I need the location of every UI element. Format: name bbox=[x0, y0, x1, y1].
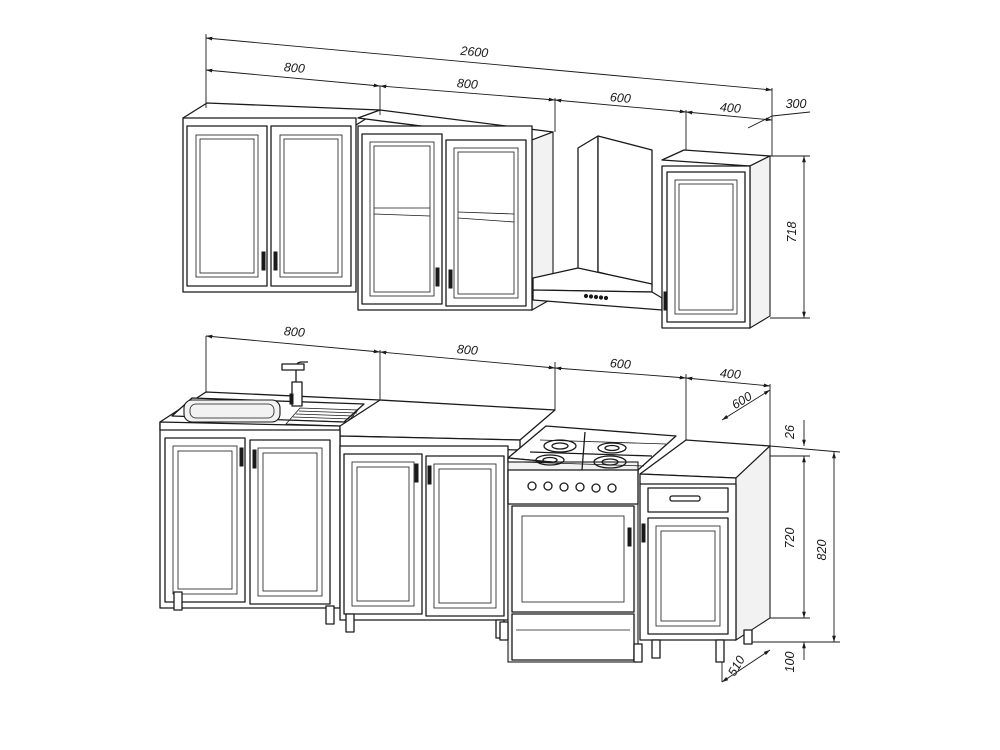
dim-total-height: 820 bbox=[815, 540, 829, 561]
worktop-middle bbox=[339, 399, 556, 451]
lower-dimensions: 800 800 600 400 600 26 720 820 100 510 bbox=[205, 324, 841, 683]
dim-lower-module-1: 800 bbox=[283, 324, 305, 340]
upper-cabinet-glass bbox=[357, 109, 554, 311]
gas-stove bbox=[499, 425, 677, 663]
dim-lower-module-3: 600 bbox=[609, 356, 631, 372]
base-cabinet-drawer bbox=[639, 444, 771, 663]
dim-upper-module-1: 800 bbox=[283, 60, 305, 76]
upper-cabinet-left bbox=[182, 102, 381, 293]
burners bbox=[519, 431, 667, 471]
upper-dimensions: 2600 800 800 600 400 300 718 bbox=[205, 34, 811, 319]
dim-lower-module-4: 400 bbox=[719, 366, 741, 382]
range-hood bbox=[532, 135, 663, 311]
dim-upper-module-4: 400 bbox=[719, 100, 741, 116]
dim-carcass-height: 720 bbox=[783, 528, 797, 549]
dim-upper-height: 718 bbox=[785, 222, 799, 243]
faucet bbox=[281, 361, 308, 407]
base-cabinet-sink bbox=[159, 429, 341, 625]
dim-lower-module-2: 800 bbox=[456, 342, 478, 358]
base-cabinet-middle bbox=[339, 445, 509, 639]
dim-upper-depth: 300 bbox=[786, 97, 807, 111]
upper-cabinet-right bbox=[661, 149, 771, 329]
dim-carcass-depth: 510 bbox=[725, 653, 748, 678]
dim-worktop-thickness: 26 bbox=[783, 425, 797, 440]
dim-upper-overall: 2600 bbox=[459, 44, 489, 60]
dim-upper-module-3: 600 bbox=[609, 90, 631, 106]
sink-drainer bbox=[285, 407, 359, 427]
dim-upper-module-2: 800 bbox=[456, 76, 478, 92]
dim-leg-height: 100 bbox=[783, 652, 797, 673]
dim-lower-worktop-depth: 600 bbox=[729, 389, 754, 412]
